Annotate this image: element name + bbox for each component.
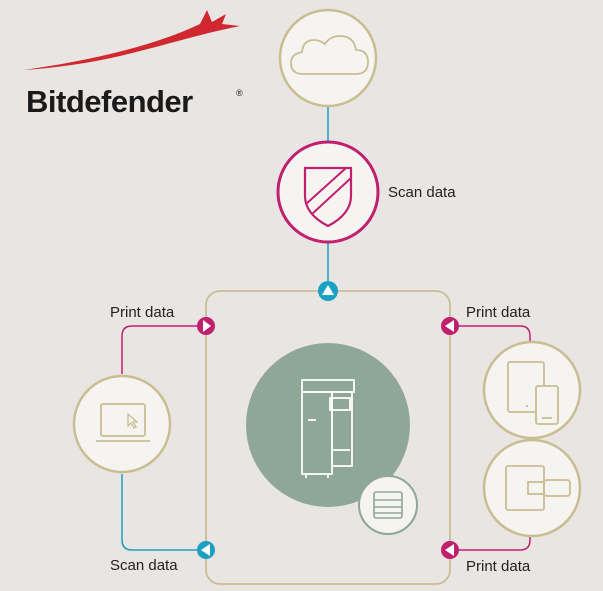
print-data-right-bottom-line	[456, 536, 531, 551]
tablet-phone-node	[482, 340, 582, 440]
registered-mark: ®	[236, 88, 243, 98]
printer-icon	[301, 379, 355, 478]
cloud-icon	[290, 35, 369, 75]
scan-data-left-line	[121, 474, 200, 551]
server-node	[358, 475, 418, 535]
laptop-node	[72, 374, 172, 474]
tablet-phone-icon	[507, 361, 559, 425]
usb-node	[482, 438, 582, 538]
print-data-right-top-line	[456, 325, 531, 344]
scan-up-arrow-icon	[318, 281, 338, 301]
print-data-right-top-label: Print data	[466, 304, 531, 321]
print-data-right-bottom-label: Print data	[466, 558, 531, 575]
printer-node	[246, 343, 410, 507]
print-right-top-arrow-icon	[441, 317, 459, 335]
shield-icon	[303, 166, 353, 228]
brand-name: Bitdefender	[26, 84, 193, 119]
print-data-left-line	[121, 325, 200, 374]
scan-left-arrow-icon	[197, 541, 215, 559]
laptop-icon	[96, 403, 150, 442]
print-left-arrow-icon	[197, 317, 215, 335]
scan-data-top-label: Scan data	[388, 184, 456, 201]
scan-data-left-label: Scan data	[110, 557, 178, 574]
bitdefender-logo-icon	[24, 10, 240, 70]
shield-node	[276, 140, 380, 244]
server-icon	[373, 491, 403, 519]
print-data-left-label: Print data	[110, 304, 175, 321]
cloud-node	[278, 8, 378, 108]
print-right-bottom-arrow-icon	[441, 541, 459, 559]
usb-drive-icon	[505, 465, 571, 511]
